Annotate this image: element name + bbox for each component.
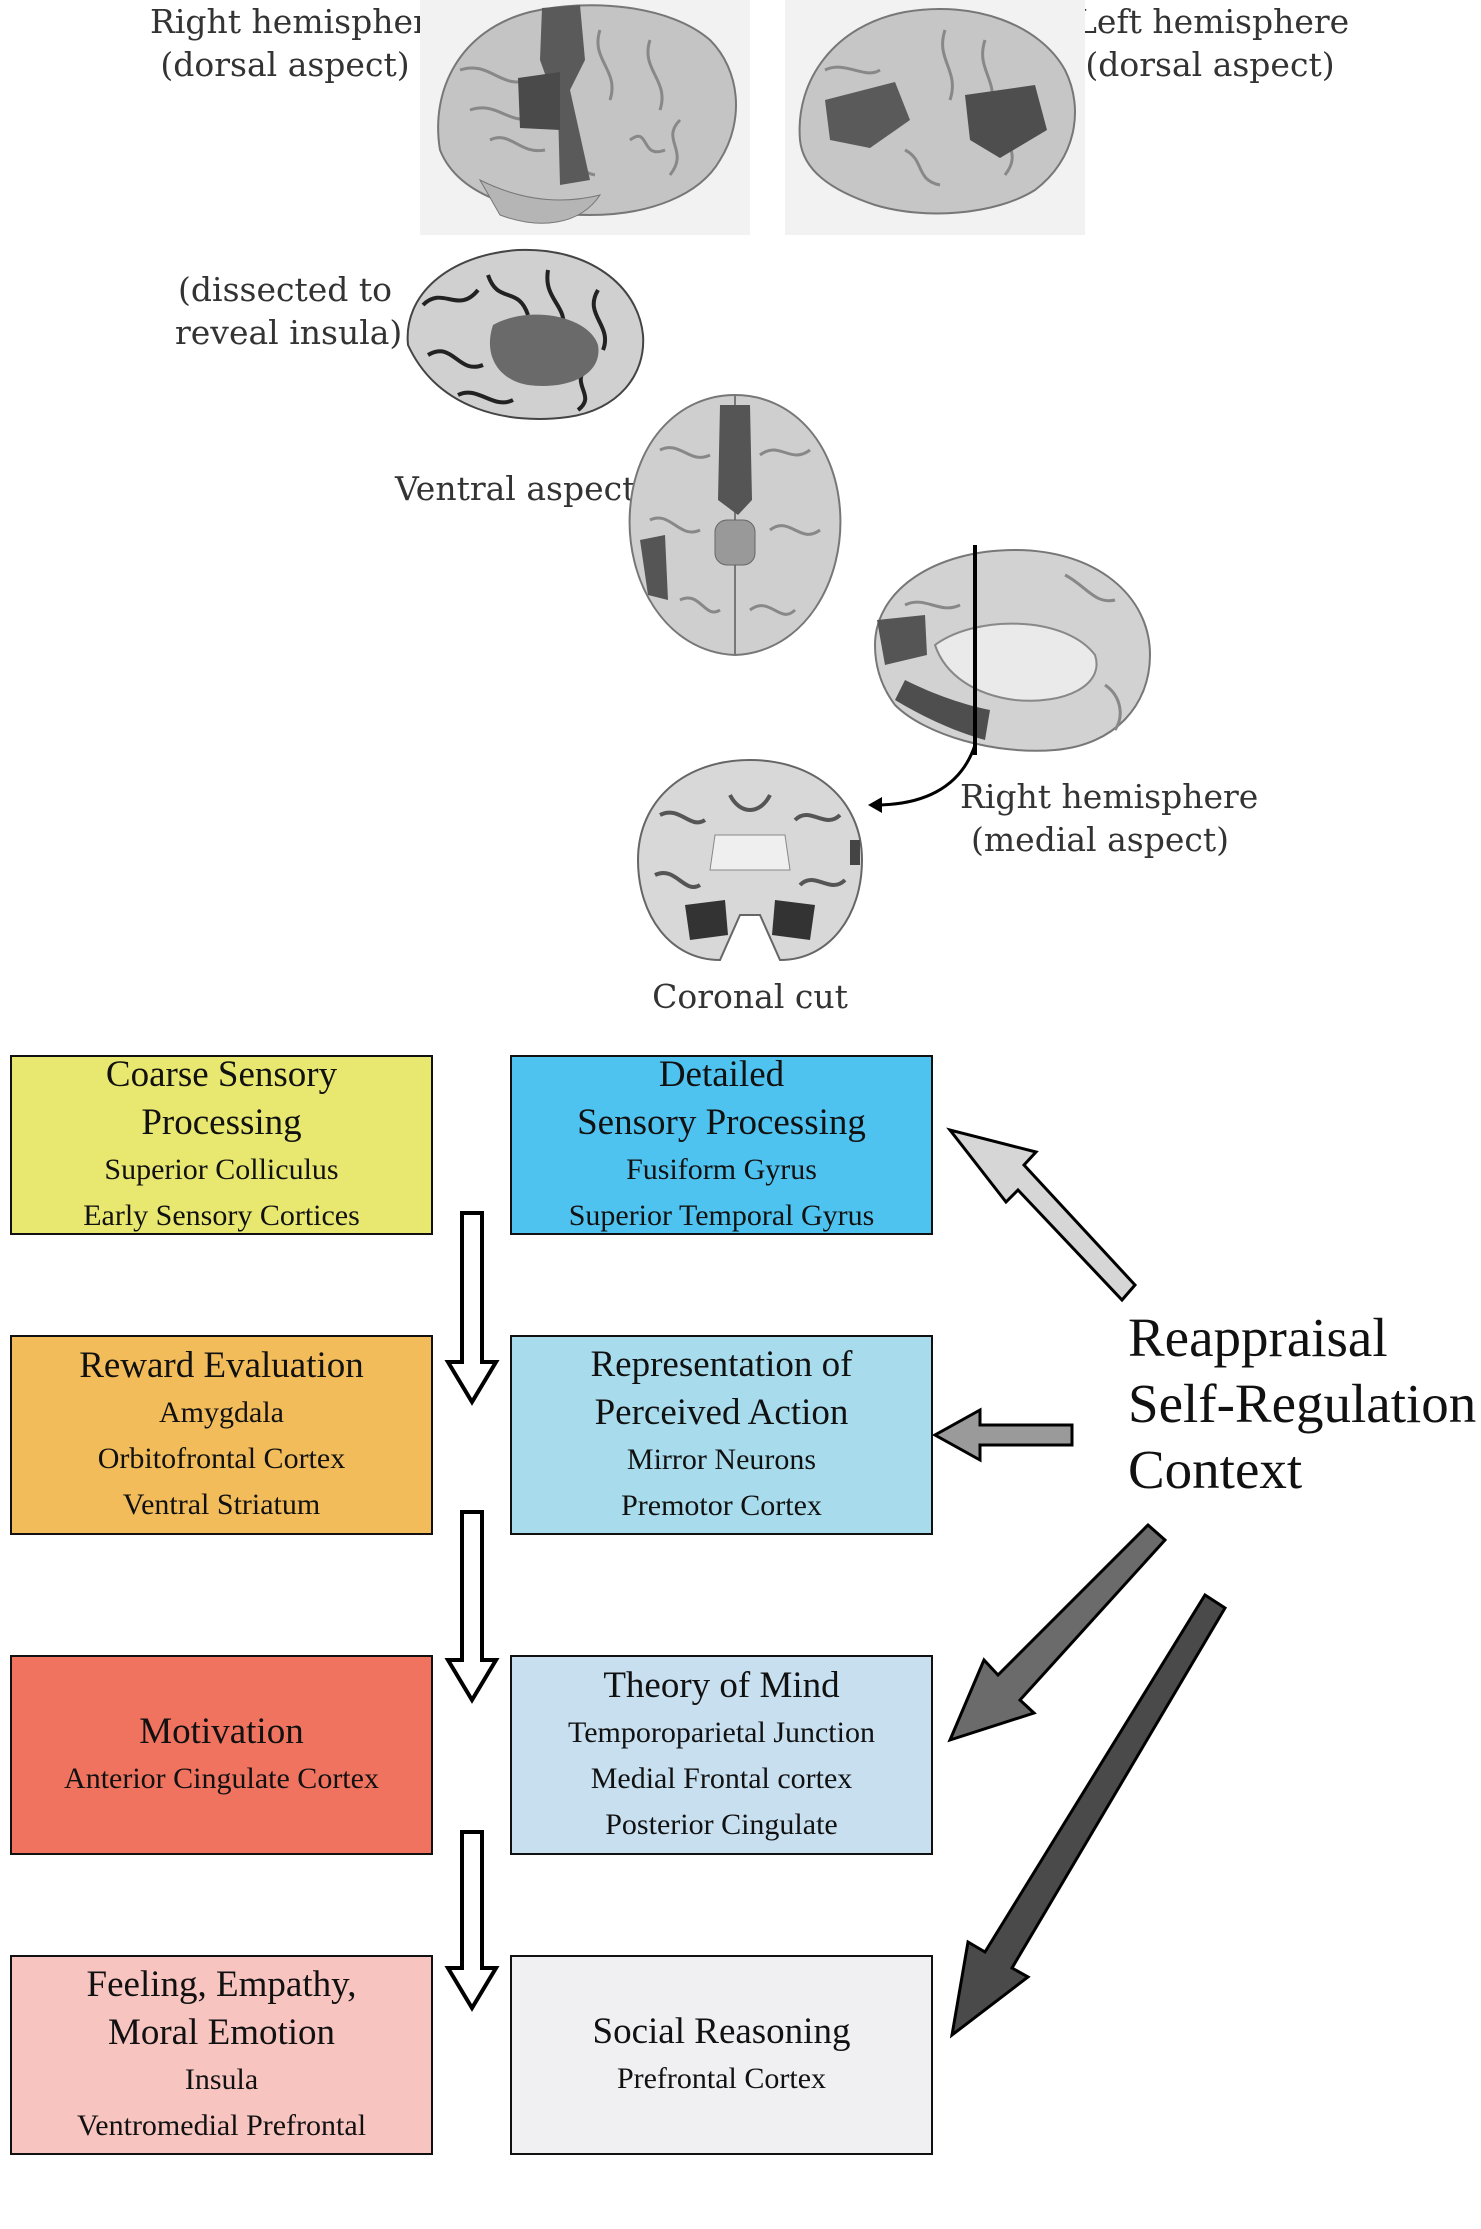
reward-evaluation-item: Amygdala [159, 1396, 284, 1429]
reward-evaluation-item: Ventral Striatum [122, 1488, 321, 1521]
coronal-cut-image [636, 758, 864, 962]
detailed-sensory-title-2: Sensory Processing [577, 1102, 866, 1143]
feeling-empathy-item: Ventromedial Prefrontal [76, 2109, 367, 2142]
theory-of-mind-item: Medial Frontal cortex [590, 1762, 853, 1795]
right-hemisphere-medial-image [873, 545, 1152, 755]
motivation-item: Anterior Cingulate Cortex [64, 1762, 379, 1795]
left-hemisphere-dorsal-image [785, 0, 1085, 235]
social-reasoning-title: Social Reasoning [592, 2011, 851, 2052]
theory-of-mind-item: Temporoparietal Junction [568, 1716, 875, 1749]
insula-dissection-image [406, 248, 645, 420]
motivation-title: Motivation [139, 1711, 304, 1752]
theory-of-mind-title: Theory of Mind [603, 1665, 840, 1706]
representation-title-1: Representation of [590, 1344, 853, 1385]
coarse-sensory-title-2: Processing [141, 1102, 302, 1143]
feeling-empathy-title-2: Moral Emotion [107, 2012, 336, 2053]
modulator-reappraisal: Reappraisal [1128, 1307, 1388, 1368]
right-hemisphere-dorsal-image [420, 0, 750, 235]
detailed-sensory-processing-box: Detailed Sensory Processing Fusiform Gyr… [510, 1054, 933, 1235]
reward-evaluation-box: Reward Evaluation Amygdala Orbitofrontal… [10, 1335, 433, 1535]
down-arrow-2 [444, 1510, 500, 1704]
down-arrow-1 [444, 1211, 500, 1406]
theory-of-mind-box: Theory of Mind Temporoparietal Junction … [510, 1655, 933, 1855]
modulator-arrow-theory-of-mind [947, 1522, 1168, 1743]
label-right-dorsal: Right hemisphere (dorsal aspect) [150, 2, 449, 84]
label-ventral: Ventral aspect [395, 469, 636, 508]
modulators-label: Reappraisal Self-Regulation Context [1128, 1305, 1476, 1503]
theory-of-mind-item: Posterior Cingulate [605, 1808, 838, 1841]
feeling-empathy-title-1: Feeling, Empathy, [86, 1964, 357, 2005]
down-arrow-3 [444, 1830, 500, 2012]
representation-title-2: Perceived Action [594, 1392, 849, 1433]
detailed-sensory-item: Superior Temporal Gyrus [568, 1199, 875, 1232]
social-reasoning-item: Prefrontal Cortex [616, 2062, 827, 2095]
modulator-arrow-detailed-sensory [946, 1127, 1138, 1303]
detailed-sensory-title-1: Detailed [658, 1054, 785, 1095]
modulator-self-regulation: Self-Regulation [1128, 1373, 1477, 1434]
motivation-box: Motivation Anterior Cingulate Cortex [10, 1655, 433, 1855]
ventral-aspect-image [628, 393, 842, 657]
label-right-medial: Right hemisphere (medial aspect) [960, 777, 1259, 859]
coarse-sensory-item: Superior Colliculus [104, 1153, 339, 1186]
modulator-context: Context [1128, 1439, 1303, 1500]
coarse-sensory-title-1: Coarse Sensory [105, 1054, 338, 1095]
coarse-sensory-item: Early Sensory Cortices [83, 1199, 360, 1232]
label-insula: (dissected to reveal insula) [175, 270, 403, 352]
detailed-sensory-item: Fusiform Gyrus [626, 1153, 817, 1186]
social-reasoning-box: Social Reasoning Prefrontal Cortex [510, 1955, 933, 2155]
modulator-arrow-representation [931, 1407, 1074, 1463]
representation-perceived-action-box: Representation of Perceived Action Mirro… [510, 1335, 933, 1535]
representation-item: Mirror Neurons [626, 1443, 817, 1476]
representation-item: Premotor Cortex [621, 1489, 822, 1522]
coarse-sensory-processing-box: Coarse Sensory Processing Superior Colli… [10, 1054, 433, 1235]
feeling-empathy-item: Insula [184, 2063, 259, 2096]
feeling-empathy-box: Feeling, Empathy, Moral Emotion Insula V… [10, 1955, 433, 2155]
label-coronal: Coronal cut [652, 977, 848, 1016]
reward-evaluation-title: Reward Evaluation [79, 1345, 364, 1386]
modulator-arrow-social-reasoning [949, 1592, 1228, 2039]
reward-evaluation-item: Orbitofrontal Cortex [97, 1442, 346, 1475]
label-left-dorsal: Left hemisphere (dorsal aspect) [1075, 2, 1350, 84]
